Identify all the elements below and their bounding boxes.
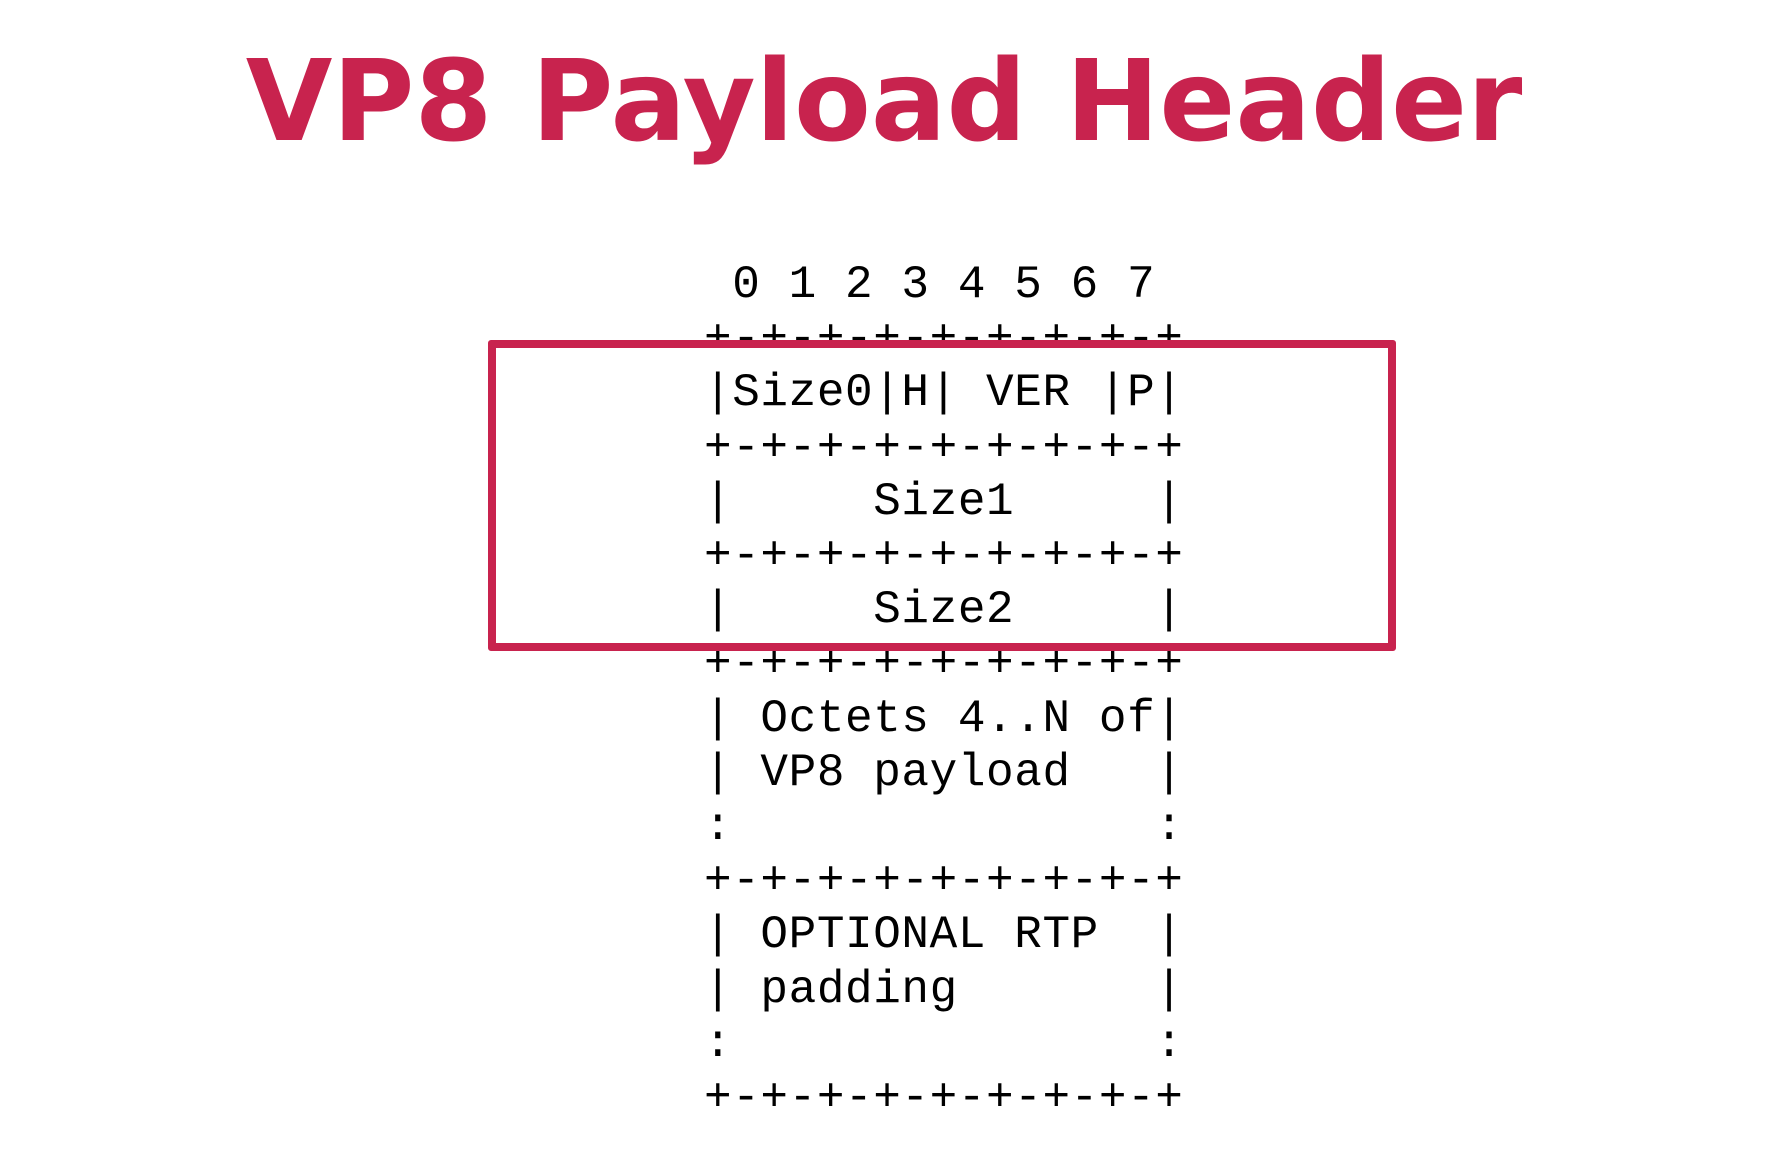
continuation-row: : : [704,801,1184,854]
padding-row: | padding | [704,963,1184,1016]
payload-row: | Octets 4..N of| [704,692,1184,745]
continuation-row: : : [704,1017,1184,1070]
payload-row: | VP8 payload | [704,746,1184,799]
border-row: +-+-+-+-+-+-+-+-+ [704,1072,1184,1125]
border-row: +-+-+-+-+-+-+-+-+ [704,855,1184,908]
padding-row: | OPTIONAL RTP | [704,909,1184,962]
border-row: +-+-+-+-+-+-+-+-+ [704,313,1184,366]
header-fields-row: |Size0|H| VER |P| [704,367,1184,420]
border-row: +-+-+-+-+-+-+-+-+ [704,421,1184,474]
size1-row: | Size1 | [704,475,1184,528]
border-row: +-+-+-+-+-+-+-+-+ [704,530,1184,583]
header-highlight-box [488,340,1396,651]
page-title: VP8 Payload Header [245,37,1523,167]
size2-row: | Size2 | [704,584,1184,637]
bit-index-row: 0 1 2 3 4 5 6 7 [704,259,1156,311]
